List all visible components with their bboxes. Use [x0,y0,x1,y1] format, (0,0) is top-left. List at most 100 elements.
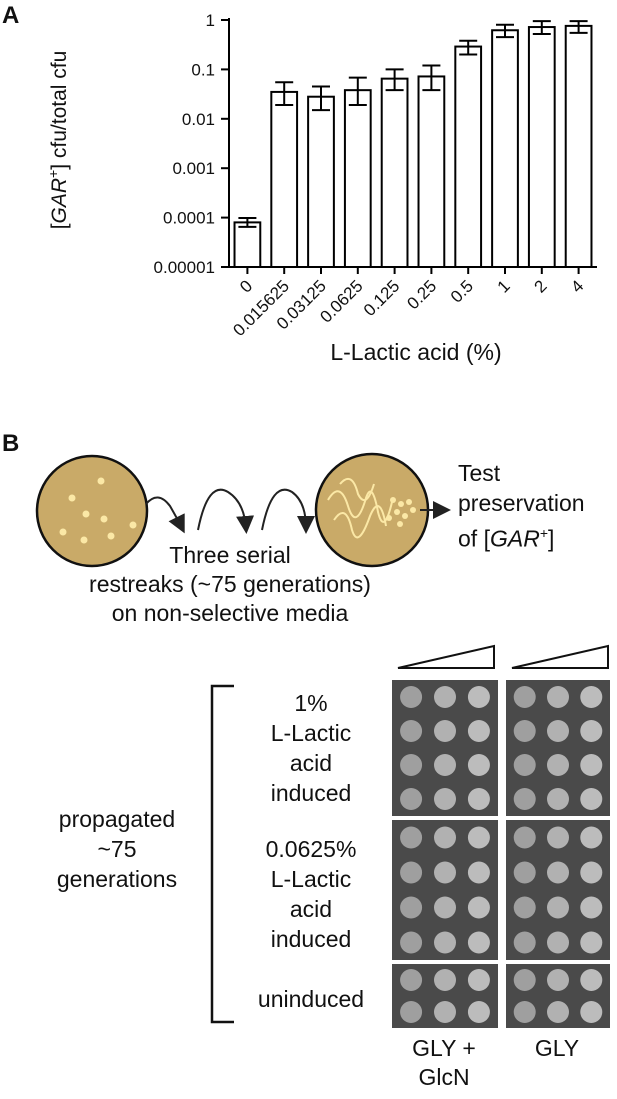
y-title-prefix: [ [48,223,71,229]
brace-label-line: ~75 [97,836,137,862]
colony-spot [434,861,456,884]
colony-spot [400,720,423,742]
svg-text:[GAR+] cfu/total cfu: [GAR+] cfu/total cfu [45,51,71,230]
bar [564,24,593,269]
colony-spot [580,969,603,991]
colony-spot [400,861,423,884]
brace-label-line: propagated [58,806,176,832]
colony-spot [580,754,603,776]
group-label-line: L-Lactic [270,720,352,746]
colony-spot [547,1001,569,1023]
group-label-line: acid [289,896,333,922]
colony-spot [400,754,423,776]
colony-spot [400,1001,423,1023]
colony-spot [513,788,536,810]
y-title-sup: + [45,170,61,178]
bar [417,75,446,269]
y-tick-label: 0.0001 [163,209,215,228]
colony-spot [434,686,456,708]
group-label-line: induced [270,926,352,952]
colony-spot [547,788,569,810]
schematic-caption: Three serial restreaks (~75 generations)… [30,541,430,628]
media-label-line: GLY + [412,1035,476,1061]
media-label-gly: GLY [504,1034,610,1063]
colony-spot [434,826,456,849]
bar-chart: [GAR+] cfu/total cfu L-Lactic acid (%) 0… [45,11,597,365]
bar [270,90,299,269]
colony-spot [580,861,603,884]
colony-spot [434,788,456,810]
bar [233,221,262,269]
x-tick-label: 0.25 [403,276,440,313]
colony-spot [547,861,569,884]
group-brace [210,684,234,1024]
colony-spot [467,686,490,708]
media-label-gly-glcn: GLY + GlcN [388,1034,500,1092]
colony-spot [547,969,569,991]
colony-spot [467,826,490,849]
colony-spot [547,896,569,919]
media-label-line: GLY [534,1035,580,1061]
x-tick-label: 0.5 [447,276,477,306]
test-gar-sup: + [539,525,548,541]
streak-marks [327,477,393,539]
colony-spot [467,969,490,991]
colony-spot [513,754,536,776]
colony-spot [547,686,569,708]
colony-spot [513,931,536,954]
caption-line: on non-selective media [111,600,349,626]
group-label-line: acid [289,750,333,776]
y-tick-label: 1 [206,11,215,30]
restreak-schematic [35,452,451,568]
colony-spot [434,754,456,776]
colony-spot [580,788,603,810]
y-tick-label: 0.1 [191,60,215,79]
x-tick-label: 0.0625 [316,276,366,326]
colony-spot [434,896,456,919]
colony-spot [434,1001,456,1023]
colony-spot [400,931,423,954]
colony-spot [513,1001,536,1023]
colony-spot [400,788,423,810]
dilution-wedges [397,644,609,669]
test-line: preservation [458,490,585,516]
group-label-00625pct: 0.0625% L-Lactic acid induced [236,834,386,954]
colony-spot [513,969,536,991]
y-tick-label: 0.01 [182,110,215,129]
bar [527,26,556,268]
group-label-line: L-Lactic [270,866,352,892]
colony-spot [580,720,603,742]
colony-spot [547,754,569,776]
y-tick-label: 0.00001 [154,258,215,277]
test-of: of [ [458,525,490,552]
colony-spot [434,969,456,991]
colony-spot [467,720,490,742]
x-tick-label: 1 [494,276,514,296]
colony-spot [513,861,536,884]
group-label-uninduced: uninduced [236,984,386,1014]
caption-line: Three serial [169,542,291,568]
caption-line: restreaks (~75 generations) [89,571,371,597]
colony-spot [467,754,490,776]
test-preservation-label: Test preservation of [GAR+] [458,458,585,554]
x-tick-label: 4 [567,276,587,296]
colony-spot [580,896,603,919]
colony-spot [580,931,603,954]
brace-label: propagated ~75 generations [22,804,212,894]
test-line: Test [458,460,501,486]
colony-spot [580,826,603,849]
y-axis-title: [GAR+] cfu/total cfu [45,51,71,230]
test-line-gar: of [GAR+] [458,518,585,554]
colony-spot [400,969,423,991]
group-label-line: uninduced [257,986,365,1012]
colony-spot [547,826,569,849]
restreak-arrows [145,488,315,534]
colony-spot [513,826,536,849]
colony-spot [434,720,456,742]
colony-spot [547,931,569,954]
colony-spot [400,826,423,849]
x-tick-label: 0 [236,276,256,296]
bar [343,89,372,268]
colony-group [59,477,137,544]
group-label-1pct: 1% L-Lactic acid induced [236,688,386,808]
